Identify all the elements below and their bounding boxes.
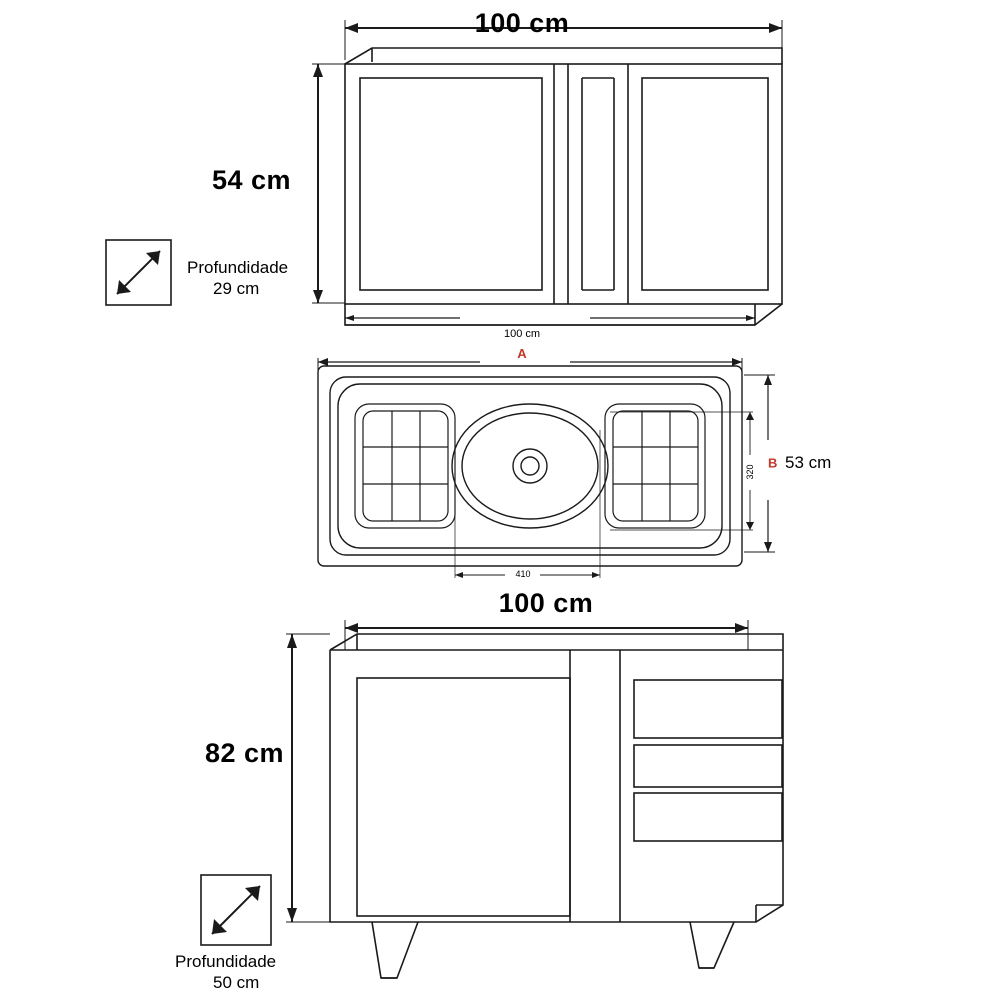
sink-height-dimension (744, 374, 775, 553)
base-height-dimension (286, 633, 330, 923)
upper-depth-value: 29 cm (213, 279, 260, 298)
upper-width-label: 100 cm (474, 8, 570, 38)
base-cabinet-shape (329, 633, 784, 979)
upper-height-dimension (312, 63, 345, 304)
base-height-label: 82 cm (205, 738, 285, 768)
base-depth-value: 50 cm (213, 973, 260, 992)
upper-width-dimension (344, 20, 783, 60)
upper-depth-icon (105, 239, 172, 306)
sink-height-label: 53 cm (785, 453, 832, 472)
base-depth-icon (200, 874, 272, 946)
upper-bottom-width-label: 100 cm (503, 328, 541, 340)
sink-marker-b-label: B (768, 455, 778, 471)
upper-height-label: 54 cm (212, 165, 292, 195)
base-width-label: 100 cm (498, 588, 594, 618)
sink-shape (317, 365, 743, 567)
upper-cabinet-shape (344, 47, 783, 326)
sink-inner-height-label: 320 (745, 464, 755, 480)
base-depth-label: Profundidade (175, 952, 277, 971)
sink-marker-a-label: A (517, 346, 527, 361)
upper-bottom-width-dimension (345, 315, 755, 321)
upper-depth-label: Profundidade (187, 258, 289, 277)
base-width-dimension (344, 620, 749, 650)
sink-inner-width-label: 410 (515, 569, 531, 579)
sink-width-dimension (317, 358, 743, 372)
